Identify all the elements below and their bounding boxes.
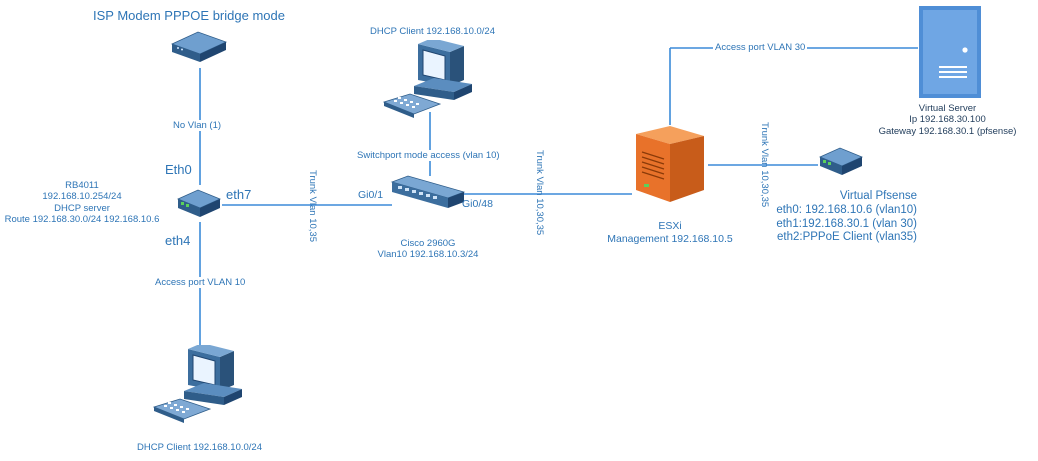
pfsense-eth0: eth0: 192.168.10.6 (vlan10): [776, 203, 917, 216]
esxi-mgmt: Management 192.168.10.5: [607, 232, 733, 245]
pfsense-info: Virtual Pfsense eth0: 192.168.10.6 (vlan…: [760, 190, 917, 245]
router-ip: 192.168.10.254/24: [42, 191, 122, 203]
switch-vlan: Vlan10 192.168.10.3/24: [377, 249, 479, 261]
client-bottom-label: DHCP Client 192.168.10.0/24: [137, 442, 262, 453]
link-label-router-client: Access port VLAN 10: [155, 277, 246, 289]
virtual-server-info: Virtual Server Ip 192.168.30.100 Gateway…: [860, 103, 1035, 137]
router-port-eth4: eth4: [165, 233, 191, 248]
switch-info: Cisco 2960G Vlan10 192.168.10.3/24: [360, 238, 496, 261]
esxi-server-icon: [636, 126, 704, 202]
esxi-info: ESXi Management 192.168.10.5: [600, 220, 740, 245]
modem-icon: [170, 31, 228, 62]
router-name: RB4011: [65, 180, 99, 191]
router-info: RB4011 192.168.10.254/24 DHCP server Rou…: [2, 180, 162, 226]
virtual-server-icon: [919, 6, 981, 98]
pfsense-eth2: eth2:PPPoE Client (vlan35): [777, 231, 917, 244]
link-label-modem-router: No Vlan (1): [173, 120, 222, 132]
link-label-switch-esxi: Trunk Vlan 10,30,35: [534, 150, 545, 236]
client-top-icon: [382, 40, 472, 118]
router-route: Route 192.168.30.0/24 192.168.10.6: [4, 214, 160, 226]
switch-port-out: Gi0/48: [462, 198, 493, 210]
esxi-name: ESXi: [658, 220, 682, 232]
router-port-eth0: Eth0: [165, 162, 192, 177]
pfsense-router-icon: [818, 147, 864, 175]
virtual-server-gateway: Gateway 192.168.30.1 (pfsense): [878, 125, 1017, 137]
switch-port-in: Gi0/1: [358, 189, 384, 201]
pfsense-name: Virtual Pfsense: [839, 190, 917, 202]
router-port-eth7: eth7: [226, 187, 252, 202]
modem-title: ISP Modem PPPOE bridge mode: [93, 8, 285, 23]
client-top-label: DHCP Client 192.168.10.0/24: [370, 26, 495, 37]
router-service: DHCP server: [54, 202, 110, 214]
switch-icon: [390, 175, 466, 208]
link-label-esxi-server: Access port VLAN 30: [713, 42, 808, 54]
client-bottom-icon: [152, 345, 242, 423]
link-label-router-switch: Trunk Vlan 10,35: [307, 170, 318, 242]
virtual-server-ip: Ip 192.168.30.100: [909, 114, 986, 126]
link-label-switch-client: Switchport mode access (vlan 10): [357, 150, 500, 162]
pfsense-eth1: eth1:192.168.30.1 (vlan 30): [776, 217, 917, 230]
switch-name: Cisco 2960G: [400, 238, 456, 249]
router-icon: [176, 189, 222, 217]
virtual-server-name: Virtual Server: [918, 103, 977, 114]
